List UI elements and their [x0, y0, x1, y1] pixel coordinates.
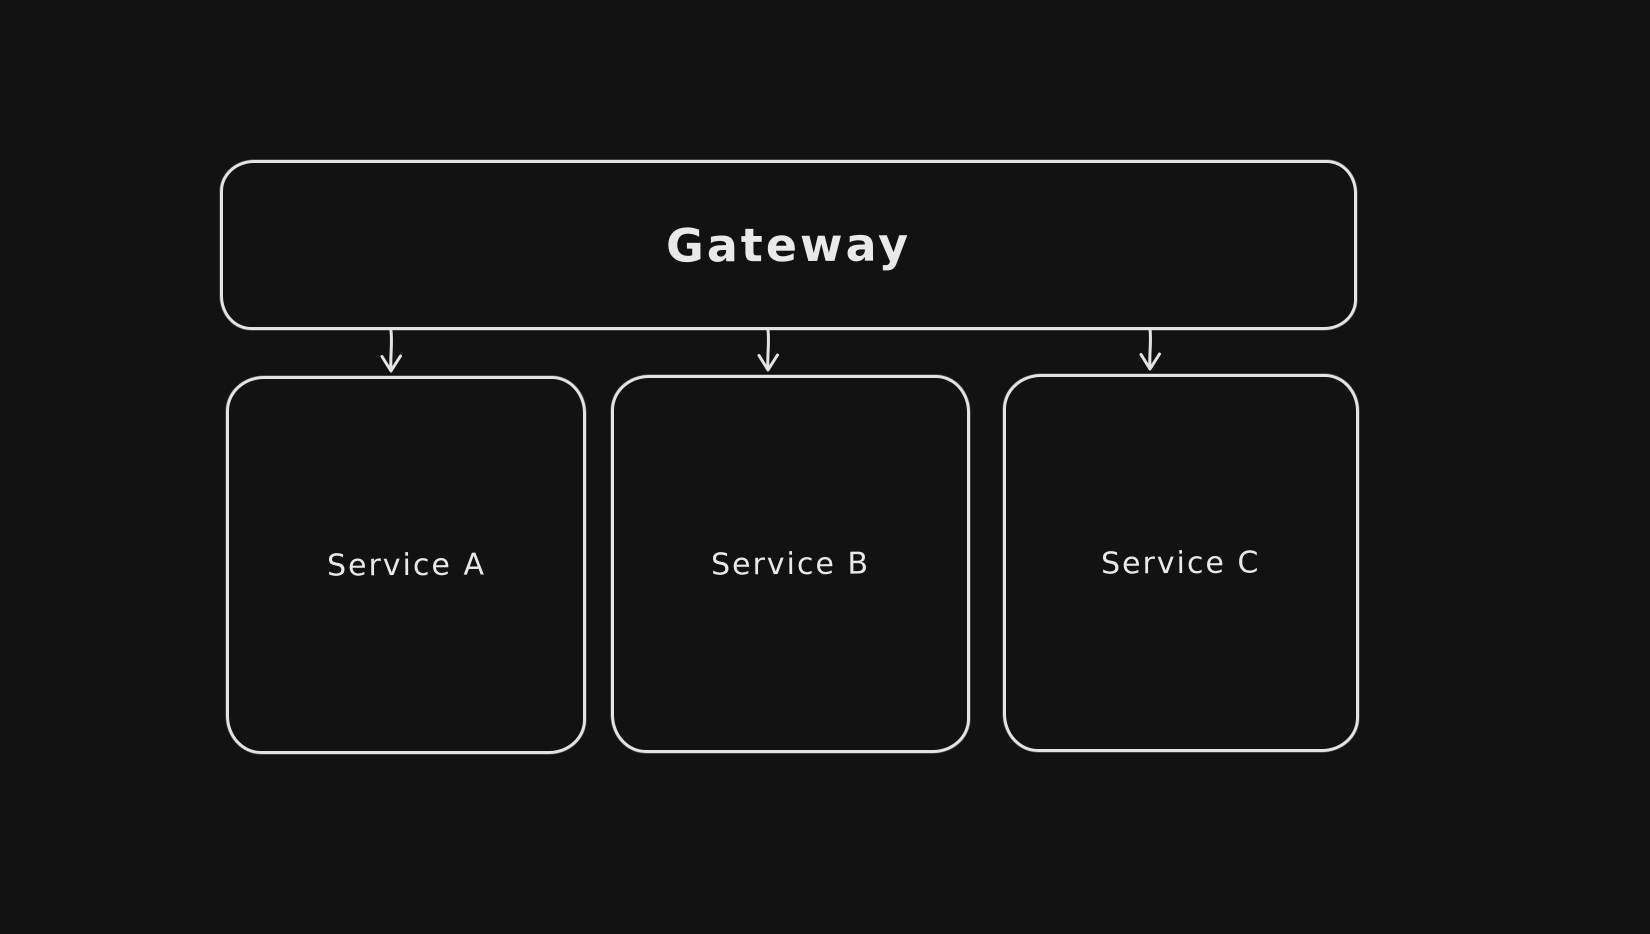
arrow-gateway-to-service-c — [1139, 327, 1161, 371]
service-a-label: Service A — [326, 546, 486, 584]
node-service-a: Service A — [226, 376, 586, 754]
node-service-b: Service B — [611, 375, 970, 753]
service-c-label: Service C — [1101, 544, 1261, 582]
node-gateway: Gateway — [220, 160, 1357, 330]
node-service-c: Service C — [1003, 374, 1359, 752]
service-b-label: Service B — [710, 545, 871, 583]
gateway-label: Gateway — [665, 217, 912, 273]
arrow-gateway-to-service-a — [380, 329, 402, 373]
arrow-gateway-to-service-b — [757, 328, 779, 372]
